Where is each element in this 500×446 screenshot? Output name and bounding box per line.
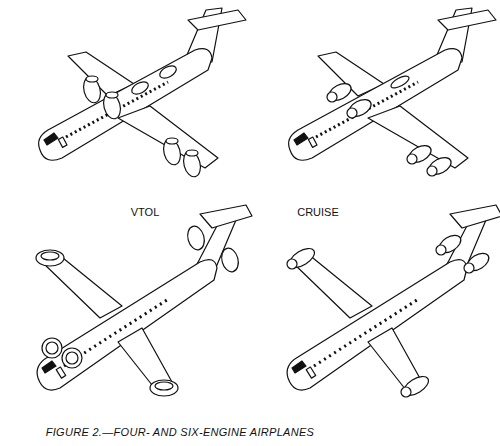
lift-engines xyxy=(81,63,203,178)
view-label: VTOL xyxy=(131,206,160,219)
view-label: CRUISE xyxy=(297,206,339,219)
figure-caption: FIGURE 2.—FOUR- AND SIX-ENGINE AIRPLANES xyxy=(46,426,315,439)
